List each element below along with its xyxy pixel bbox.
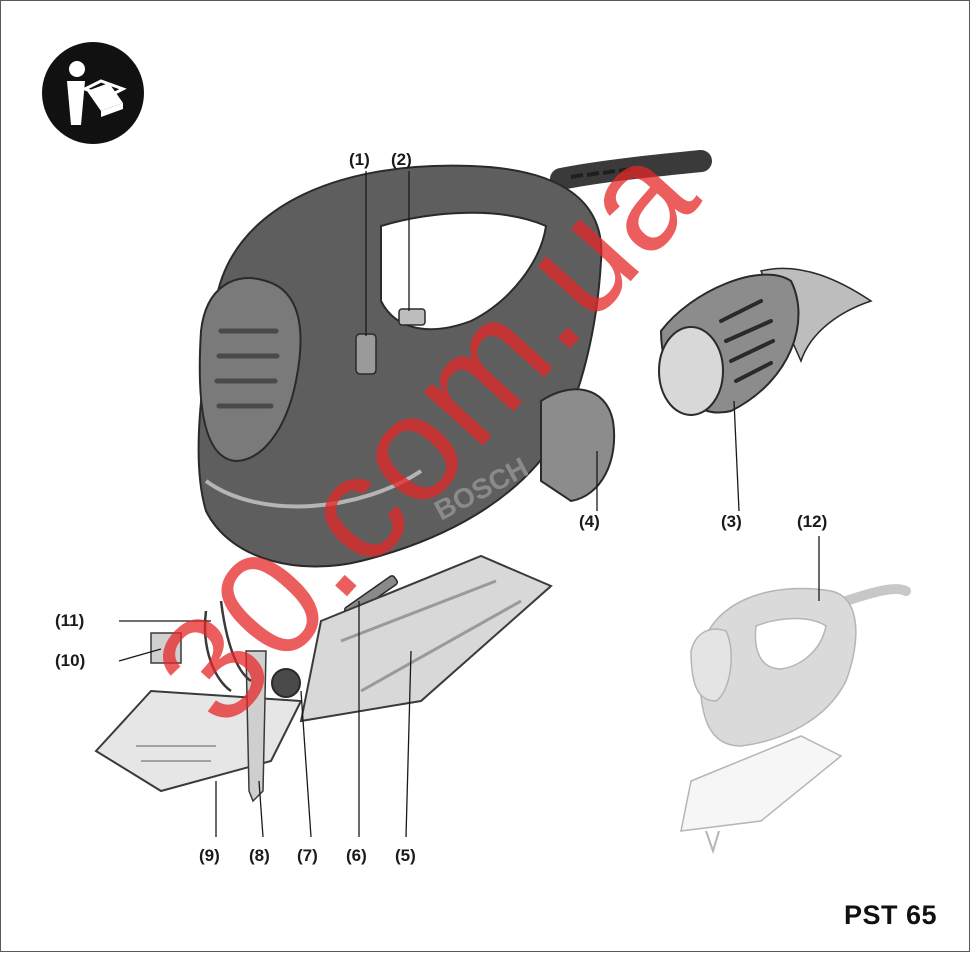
blade-clamp xyxy=(271,668,301,698)
grip-pad xyxy=(198,277,302,463)
power-cord xyxy=(550,150,712,190)
callout-2: (2) xyxy=(391,150,412,169)
callout-4: (4) xyxy=(579,512,600,531)
callout-8: (8) xyxy=(249,846,270,865)
ghost-tool-variant xyxy=(680,584,911,855)
dust-extraction-port xyxy=(540,388,616,503)
callout-12: (12) xyxy=(797,512,828,531)
leader-lines xyxy=(118,171,820,838)
callout-6: (6) xyxy=(346,846,367,865)
splinter-guard xyxy=(94,689,303,793)
callout-1: (1) xyxy=(349,150,370,169)
callout-11: (11) xyxy=(55,611,85,630)
on-off-switch xyxy=(355,333,377,375)
read-manual-icon xyxy=(42,42,144,144)
saw-blade xyxy=(245,650,267,803)
model-name: PST 65 xyxy=(843,900,937,930)
handle-opening xyxy=(380,211,548,331)
callout-3: (3) xyxy=(721,512,742,531)
vacuum-adapter xyxy=(658,267,873,416)
contact-guard xyxy=(150,632,182,664)
lock-button xyxy=(398,308,426,326)
callout-10: (10) xyxy=(55,651,86,670)
base-plate xyxy=(299,554,553,723)
callout-7: (7) xyxy=(297,846,318,865)
callout-9: (9) xyxy=(199,846,220,865)
callout-5: (5) xyxy=(395,846,416,865)
